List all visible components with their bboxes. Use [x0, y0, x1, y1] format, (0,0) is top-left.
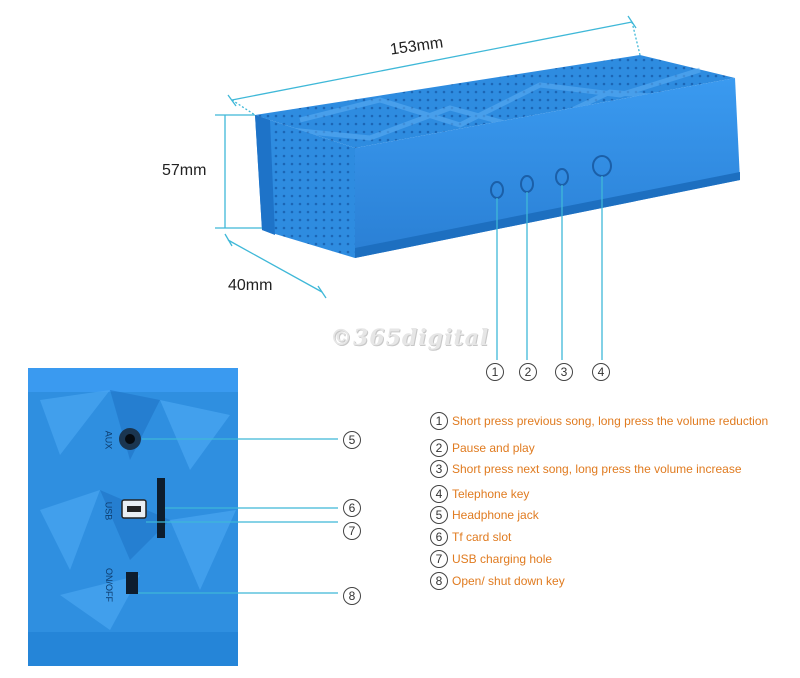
legend-text: Pause and play — [452, 441, 535, 455]
dimension-lines — [215, 15, 641, 299]
legend-text: Telephone key — [452, 487, 530, 501]
legend-text: Short press next song, long press the vo… — [452, 462, 742, 476]
callout-2: 2 — [519, 363, 537, 381]
power-switch — [126, 572, 138, 594]
legend-number: 4 — [430, 485, 448, 503]
aux-label: AUX — [103, 430, 114, 450]
legend-item-8: 8 Open/ shut down key — [430, 571, 565, 591]
onoff-label: ON/OFF — [104, 568, 114, 602]
legend-number: 1 — [430, 412, 448, 430]
legend-number: 7 — [430, 550, 448, 568]
legend-text: Open/ shut down key — [452, 574, 565, 588]
speaker-top-view — [215, 15, 740, 360]
legend-item-7: 7 USB charging hole — [430, 549, 552, 569]
speaker-front-face — [355, 78, 740, 258]
legend-item-3: 3 Short press next song, long press the … — [430, 459, 742, 479]
legend-number: 6 — [430, 528, 448, 546]
legend-text: USB charging hole — [452, 552, 553, 566]
watermark: ©365digital — [330, 325, 490, 351]
legend-text: Tf card slot — [452, 530, 512, 544]
legend-text: Headphone jack — [452, 508, 539, 522]
legend-item-6: 6 Tf card slot — [430, 527, 511, 547]
callout-5: 5 — [343, 431, 361, 449]
legend-item-4: 4 Telephone key — [430, 484, 529, 504]
top-callout-lines — [496, 176, 603, 360]
speaker-left-face — [255, 115, 355, 258]
legend-item-2: 2 Pause and play — [430, 438, 535, 458]
callout-6: 6 — [343, 499, 361, 517]
callout-7: 7 — [343, 522, 361, 540]
height-dimension: 57mm — [162, 162, 207, 179]
speaker-top-face — [255, 55, 735, 148]
legend-number: 8 — [430, 572, 448, 590]
callout-3: 3 — [555, 363, 573, 381]
callout-8: 8 — [343, 587, 361, 605]
usb-label: USB — [103, 501, 114, 521]
legend-number: 3 — [430, 460, 448, 478]
legend-number: 2 — [430, 439, 448, 457]
legend-text: Short press previous song, long press th… — [452, 414, 769, 428]
callout-1: 1 — [486, 363, 504, 381]
legend-item-1: 1 Short press previous song, long press … — [430, 411, 768, 431]
callout-4: 4 — [592, 363, 610, 381]
tf-card-slot — [157, 478, 165, 538]
legend-number: 5 — [430, 506, 448, 524]
speaker-side-view — [28, 368, 338, 666]
depth-dimension: 40mm — [228, 277, 273, 294]
legend-item-5: 5 Headphone jack — [430, 505, 539, 525]
side-callout-lines — [138, 438, 338, 594]
